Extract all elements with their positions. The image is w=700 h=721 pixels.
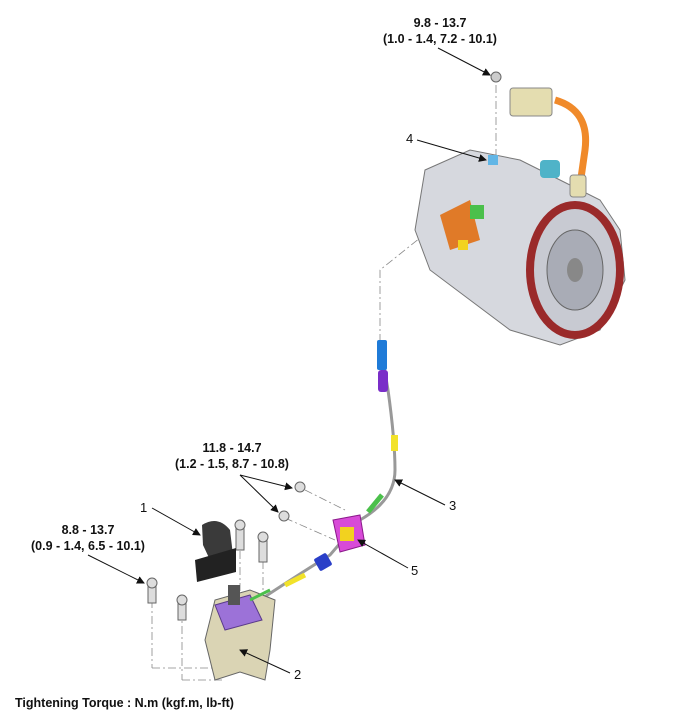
footer-note: Tightening Torque : N.m (kgf.m, lb-ft) bbox=[15, 696, 234, 710]
torque-nm: 9.8 - 13.7 bbox=[413, 16, 467, 30]
torque-alt: (0.9 - 1.4, 6.5 - 10.1) bbox=[31, 539, 145, 553]
shift-knob bbox=[195, 521, 236, 582]
callout-1: 1 bbox=[140, 500, 148, 515]
torque-label-bracket-nuts: 11.8 - 14.7 (1.2 - 1.5, 8.7 - 10.8) bbox=[152, 440, 312, 472]
shift-lever-assembly bbox=[204, 585, 276, 681]
torque-nm: 11.8 - 14.7 bbox=[202, 441, 262, 455]
transaxle-assembly bbox=[414, 87, 626, 346]
callout-5: 5 bbox=[411, 563, 419, 578]
leader-arrows bbox=[87, 47, 491, 674]
fasteners bbox=[146, 481, 306, 621]
callout-4: 4 bbox=[406, 131, 414, 146]
torque-nm: 8.8 - 13.7 bbox=[61, 523, 115, 537]
torque-label-transaxle-bolt: 9.8 - 13.7 (1.0 - 1.4, 7.2 - 10.1) bbox=[360, 15, 520, 47]
bolt-icon bbox=[490, 71, 502, 83]
torque-alt: (1.2 - 1.5, 8.7 - 10.8) bbox=[175, 457, 289, 471]
callout-2: 2 bbox=[294, 667, 302, 682]
torque-alt: (1.0 - 1.4, 7.2 - 10.1) bbox=[383, 32, 497, 46]
torque-label-lever-bolts: 8.8 - 13.7 (0.9 - 1.4, 6.5 - 10.1) bbox=[8, 522, 168, 554]
callout-3: 3 bbox=[449, 498, 457, 513]
